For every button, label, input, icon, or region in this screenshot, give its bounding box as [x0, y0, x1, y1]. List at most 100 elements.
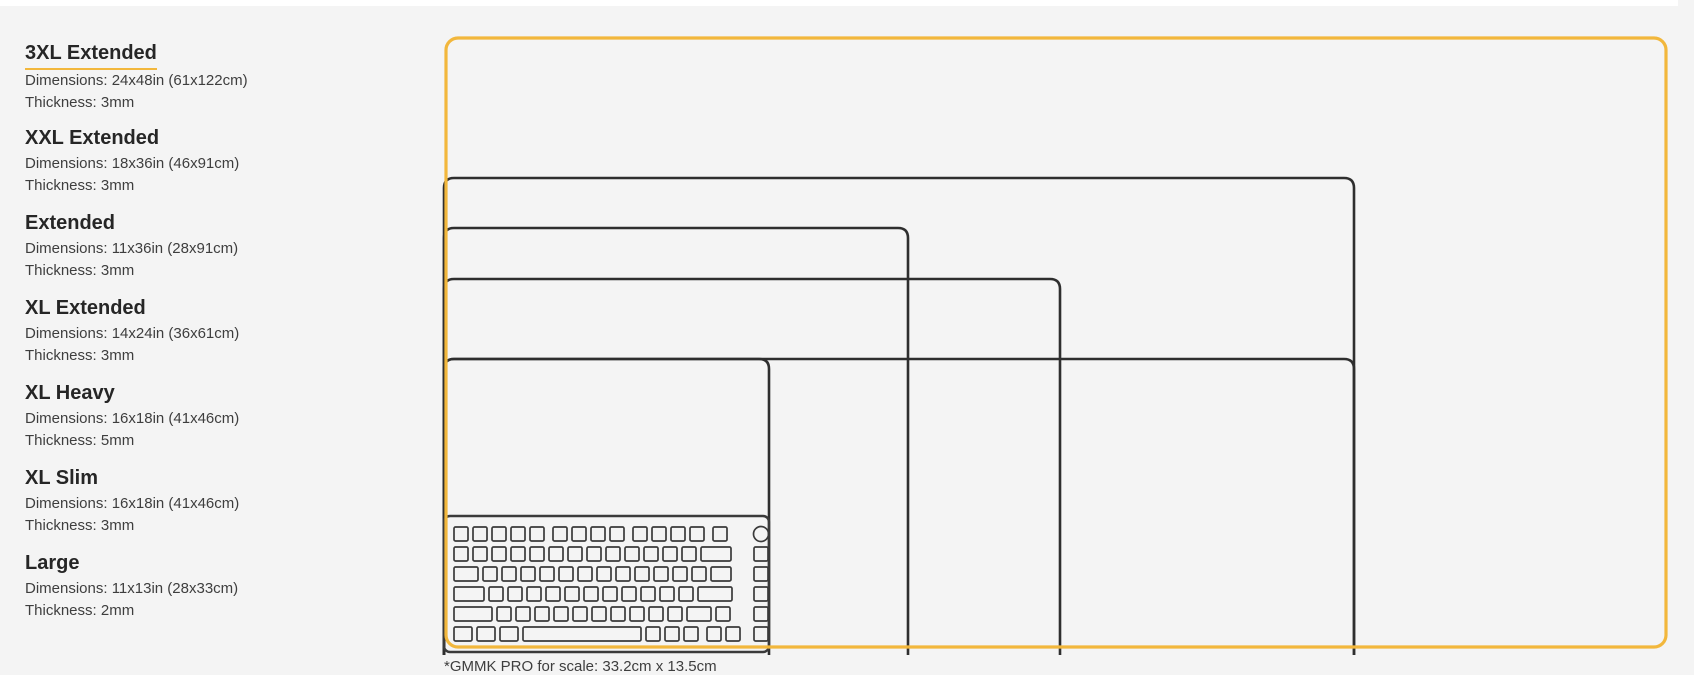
keyboard-key	[753, 546, 769, 562]
size-name[interactable]: 3XL Extended	[25, 40, 157, 70]
keyboard-key	[706, 626, 722, 642]
keyboard-key	[753, 606, 769, 622]
keyboard-key	[753, 626, 769, 642]
keyboard-key	[553, 606, 569, 622]
size-dimensions: Dimensions: 18x36in (46x91cm)	[25, 155, 240, 172]
size-name[interactable]: XXL Extended	[25, 127, 160, 149]
keyboard-key	[488, 586, 504, 602]
size-thickness: Thickness: 3mm	[25, 177, 135, 194]
size-option-extended[interactable]: Extended Dimensions: 11x36in (28x91cm) T…	[25, 210, 405, 295]
size-thickness: Thickness: 2mm	[25, 602, 135, 619]
keyboard-key	[710, 566, 732, 582]
mat-outline-xxl-extended	[442, 176, 1356, 655]
keyboard-key	[529, 526, 545, 542]
size-dimensions: Dimensions: 16x18in (41x46cm)	[25, 495, 240, 512]
size-dimensions: Dimensions: 16x18in (41x46cm)	[25, 410, 240, 427]
keyboard-key	[453, 626, 473, 642]
size-option-xl-heavy[interactable]: XL Heavy Dimensions: 16x18in (41x46cm) T…	[25, 380, 405, 465]
mat-outline-xl	[442, 357, 1356, 655]
scale-footnote: *GMMK PRO for scale: 33.2cm x 13.5cm	[444, 658, 717, 675]
keyboard-key	[691, 566, 707, 582]
size-name[interactable]: Extended	[25, 212, 116, 234]
size-name[interactable]: XL Extended	[25, 297, 146, 319]
keyboard-key	[548, 546, 564, 562]
keyboard-key	[534, 606, 550, 622]
keyboard-key	[571, 526, 587, 542]
keyboard-key	[453, 586, 485, 602]
keyboard-key	[672, 566, 688, 582]
keyboard-key	[453, 546, 469, 562]
keyboard-key	[645, 626, 661, 642]
size-name[interactable]: Large	[25, 552, 80, 574]
size-name[interactable]: XL Heavy	[25, 382, 115, 404]
keyboard-key	[522, 626, 642, 642]
size-dimensions: Dimensions: 24x48in (61x122cm)	[25, 72, 248, 89]
keyboard-key	[648, 606, 664, 622]
keyboard-key	[591, 606, 607, 622]
size-thickness: Thickness: 3mm	[25, 517, 135, 534]
keyboard-key	[605, 546, 621, 562]
keyboard-key	[491, 546, 507, 562]
top-strip	[0, 0, 1678, 6]
keyboard-key	[520, 566, 536, 582]
keyboard-key	[453, 526, 469, 542]
keyboard-key	[491, 526, 507, 542]
keyboard-key	[507, 586, 523, 602]
size-dimensions: Dimensions: 11x36in (28x91cm)	[25, 240, 239, 257]
keyboard-key	[662, 546, 678, 562]
keyboard-key	[472, 546, 488, 562]
size-option-3xl-extended[interactable]: 3XL Extended Dimensions: 24x48in (61x122…	[25, 40, 405, 125]
keyboard-icon	[442, 514, 771, 654]
keyboard-key	[624, 546, 640, 562]
keyboard-key	[482, 566, 498, 582]
keyboard-key	[577, 566, 593, 582]
keyboard-knob	[752, 525, 770, 543]
keyboard-key	[510, 526, 526, 542]
keyboard-key	[659, 586, 675, 602]
keyboard-key	[596, 566, 612, 582]
keyboard-key	[621, 586, 637, 602]
keyboard-key	[651, 526, 667, 542]
keyboard-key	[667, 606, 683, 622]
keyboard-key	[629, 606, 645, 622]
keyboard-key	[602, 586, 618, 602]
keyboard-key	[515, 606, 531, 622]
keyboard-key	[501, 566, 517, 582]
keyboard-key	[678, 586, 694, 602]
keyboard-key	[590, 526, 606, 542]
keyboard-key	[529, 546, 545, 562]
size-name[interactable]: XL Slim	[25, 467, 98, 489]
size-option-xl-slim[interactable]: XL Slim Dimensions: 16x18in (41x46cm) Th…	[25, 465, 405, 550]
keyboard-key	[610, 606, 626, 622]
keyboard-key	[753, 566, 769, 582]
keyboard-key	[640, 586, 656, 602]
size-option-large[interactable]: Large Dimensions: 11x13in (28x33cm) Thic…	[25, 550, 405, 635]
size-thickness: Thickness: 5mm	[25, 432, 135, 449]
keyboard-key	[453, 566, 479, 582]
keyboard-key	[539, 566, 555, 582]
size-option-xxl-extended[interactable]: XXL Extended Dimensions: 18x36in (46x91c…	[25, 125, 405, 210]
keyboard-key	[712, 526, 728, 542]
keyboard-key	[510, 546, 526, 562]
keyboard-key	[670, 526, 686, 542]
keyboard-key	[615, 566, 631, 582]
keyboard-key	[700, 546, 732, 562]
size-dimensions: Dimensions: 11x13in (28x33cm)	[25, 580, 239, 597]
size-thickness: Thickness: 3mm	[25, 94, 135, 111]
size-thickness: Thickness: 3mm	[25, 262, 135, 279]
keyboard-key	[681, 546, 697, 562]
keyboard-key	[725, 626, 741, 642]
keyboard-key	[609, 526, 625, 542]
keyboard-key	[686, 606, 712, 622]
keyboard-key	[499, 626, 519, 642]
keyboard-key	[715, 606, 731, 622]
keyboard-key	[753, 586, 769, 602]
mat-outline-xl-extended	[442, 277, 1062, 655]
keyboard-key	[632, 526, 648, 542]
keyboard-key	[564, 586, 580, 602]
size-option-xl-extended[interactable]: XL Extended Dimensions: 14x24in (36x61cm…	[25, 295, 405, 380]
keyboard-key	[476, 626, 496, 642]
keyboard-key	[567, 546, 583, 562]
size-list: 3XL Extended Dimensions: 24x48in (61x122…	[25, 40, 405, 635]
keyboard-key	[697, 586, 733, 602]
